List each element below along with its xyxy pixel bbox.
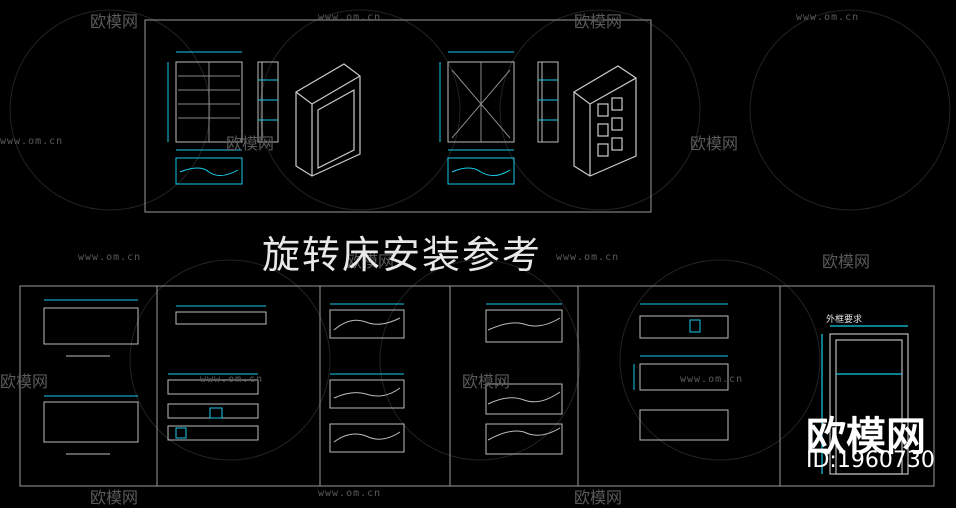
- watermark-brand: 欧模网: [346, 252, 395, 271]
- watermark-brand: 欧模网: [574, 488, 623, 507]
- wardrobe-side-view-right: [537, 61, 559, 143]
- model-id: ID:1960730: [806, 448, 935, 473]
- watermark-url: www.om.cn: [318, 488, 382, 499]
- bed-section-panel-2: [167, 305, 267, 441]
- bed-plan-panel-1: [43, 299, 139, 455]
- wardrobe-front-view-left: [167, 51, 243, 185]
- headboard-panel-3: [329, 303, 405, 453]
- watermark-brand: 欧模网: [690, 134, 739, 153]
- watermark-brand: 欧模网: [822, 252, 871, 271]
- watermark-url: www.om.cn: [680, 374, 744, 385]
- bottom-sheet-frame: [19, 285, 935, 487]
- outer-frame-panel-6: [821, 325, 909, 475]
- watermark-url: www.om.cn: [556, 252, 620, 263]
- mechanism-panel-5: [633, 303, 729, 441]
- outer-frame-label: 外框要求: [826, 315, 863, 325]
- watermark-brand: 欧模网: [574, 12, 623, 31]
- top-sheet-frame: [144, 19, 652, 213]
- brand-logo-text: 欧模网: [806, 414, 926, 460]
- bottom-sheet-dividers: [156, 286, 781, 486]
- wardrobe-side-view-left: [257, 61, 279, 143]
- wardrobe-3d-view-left: [295, 63, 361, 177]
- headboard-panel-4: [485, 303, 563, 455]
- wardrobe-3d-view-right: [573, 65, 637, 177]
- watermark-url: www.om.cn: [78, 252, 142, 263]
- watermark-brand: 欧模网: [462, 372, 511, 391]
- watermark-url: www.om.cn: [318, 12, 382, 23]
- watermark-url: www.om.cn: [200, 374, 264, 385]
- watermark-brand: 欧模网: [90, 488, 139, 507]
- watermark-brand: 欧模网: [0, 372, 49, 391]
- watermark-brand: 欧模网: [90, 12, 139, 31]
- drawing-title: 旋转床安装参考: [262, 233, 543, 277]
- watermark-url: www.om.cn: [796, 12, 860, 23]
- wardrobe-front-view-right: [439, 51, 515, 185]
- watermark-brand: 欧模网: [226, 134, 275, 153]
- watermark-url: www.om.cn: [0, 136, 64, 147]
- watermark-circles: [9, 9, 951, 461]
